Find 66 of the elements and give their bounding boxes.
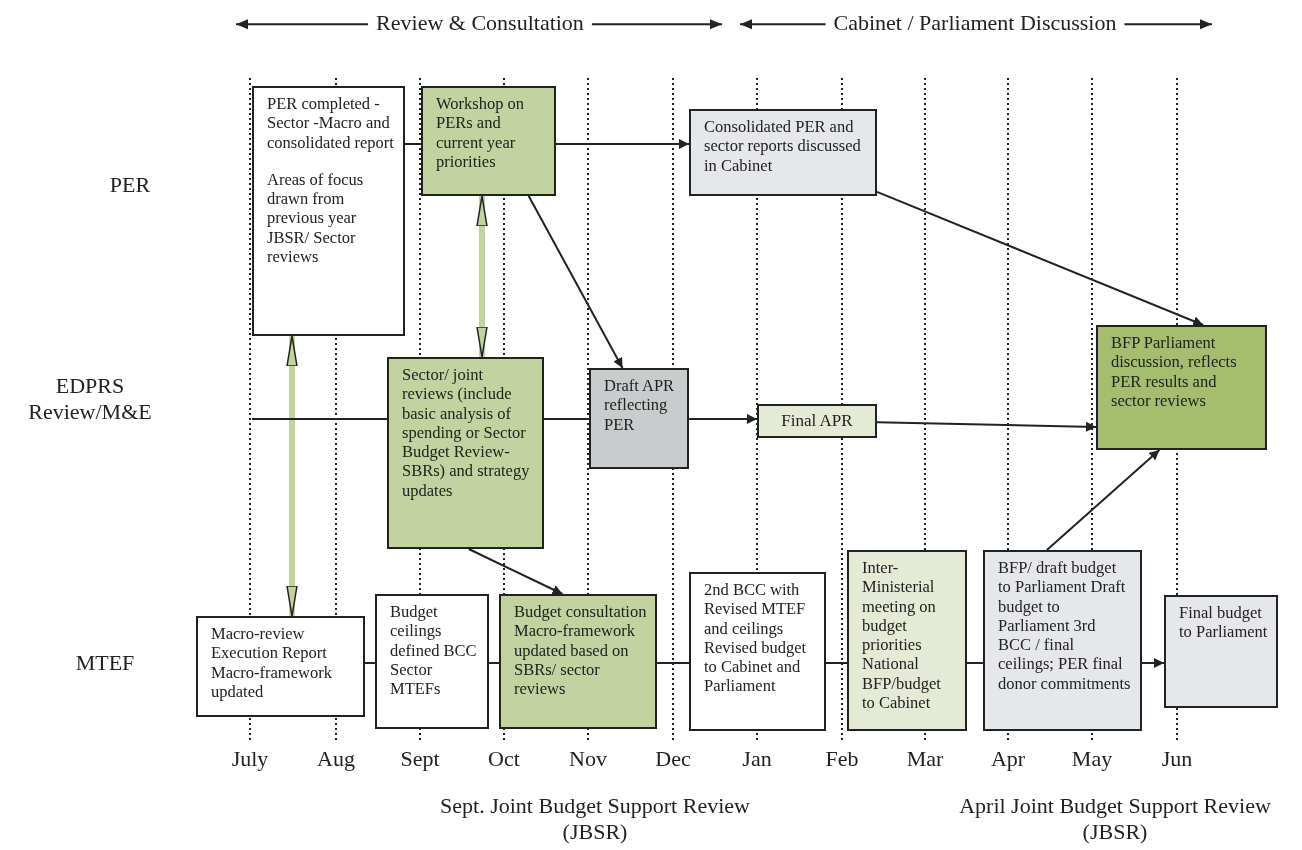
month-label: Aug xyxy=(317,746,355,773)
month-label: Dec xyxy=(655,746,691,773)
month-label: Sept xyxy=(400,746,440,773)
connector-line xyxy=(251,418,388,420)
process-box xyxy=(689,572,826,731)
process-box xyxy=(499,594,657,729)
arrow xyxy=(876,190,1205,326)
process-box xyxy=(375,594,489,729)
month-label: Oct xyxy=(488,746,520,773)
month-label: Nov xyxy=(569,746,607,773)
arrow xyxy=(527,195,624,369)
box-text: Final budget to Parliament xyxy=(1179,603,1268,642)
month-label: Jun xyxy=(1161,746,1193,773)
arrow xyxy=(1045,449,1161,551)
process-box xyxy=(757,404,877,438)
process-box xyxy=(196,616,365,717)
box-text: Workshop on PERs and current year priorities xyxy=(436,94,526,172)
connector-line xyxy=(656,662,690,664)
lane-label: MTEF xyxy=(75,650,135,677)
month-label: May xyxy=(1071,746,1113,773)
arrow xyxy=(555,139,690,149)
box-text: Draft APR reflecting PER xyxy=(604,376,676,434)
box-text: Consolidated PER and sector reports discussed in Cabinet xyxy=(704,117,862,175)
process-box xyxy=(421,86,556,196)
phase-label: Review & Consultation xyxy=(376,10,584,37)
process-box xyxy=(387,357,544,549)
month-label: Mar xyxy=(906,746,944,773)
box-text: Budget ceilings defined BCC Sector MTEFs xyxy=(390,602,478,699)
box-text: Final APR xyxy=(780,411,854,431)
connector-line xyxy=(488,662,500,664)
double-arrow xyxy=(286,335,298,617)
connector-line xyxy=(543,418,590,420)
box-text: BFP/ draft budget to Parliament Draft budget to Parliament 3rd BCC / final ceilings; PER final donor commitments xyxy=(998,558,1132,694)
process-box xyxy=(589,368,689,469)
box-text: Areas of focus drawn from previous year JBSR/ Sector reviews xyxy=(267,169,365,267)
process-box xyxy=(1096,325,1267,450)
box-text: BFP Parliament discussion, reflects PER results and sector reviews xyxy=(1111,333,1238,411)
connector-line xyxy=(404,143,422,145)
arrow xyxy=(467,548,564,595)
box-text: Inter-Ministerial meeting on budget priorities National BFP/budget to Cabinet xyxy=(862,558,942,713)
connector-line xyxy=(966,662,984,664)
process-box xyxy=(847,550,967,731)
month-label: July xyxy=(231,746,269,773)
review-note: Sept. Joint Budget Support Review (JBSR) xyxy=(439,793,751,846)
connector-line xyxy=(364,662,376,664)
double-arrow xyxy=(476,195,488,358)
box-text: Macro-review Execution Report Macro-framework updated xyxy=(211,624,333,702)
process-box xyxy=(1164,595,1278,708)
lane-label: EDPRS Review/M&E xyxy=(27,373,153,426)
box-text: Sector/ joint reviews (include basic analysis of spending or Sector Budget Review-SBRs) and strategy updates xyxy=(402,365,531,501)
lane-label: PER xyxy=(109,172,151,199)
box-text: PER completed -Sector -Macro and consolidated report xyxy=(267,94,395,152)
arrow xyxy=(1141,658,1165,668)
process-box xyxy=(689,109,877,196)
phase-label: Cabinet / Parliament Discussion xyxy=(833,10,1117,37)
review-note: April Joint Budget Support Review (JBSR) xyxy=(958,793,1272,846)
arrow xyxy=(876,421,1097,432)
box-text: 2nd BCC with Revised MTEF and ceilings Revised budget to Cabinet and Parliament xyxy=(704,580,808,696)
month-label: Apr xyxy=(990,746,1026,773)
month-label: Feb xyxy=(825,746,859,773)
process-box xyxy=(983,550,1142,731)
process-box xyxy=(252,86,405,336)
box-text: Budget consultation Macro-framework updated based on SBRs/ sector reviews xyxy=(514,602,647,699)
arrow xyxy=(688,414,758,424)
connector-line xyxy=(825,662,848,664)
month-label: Jan xyxy=(742,746,772,773)
